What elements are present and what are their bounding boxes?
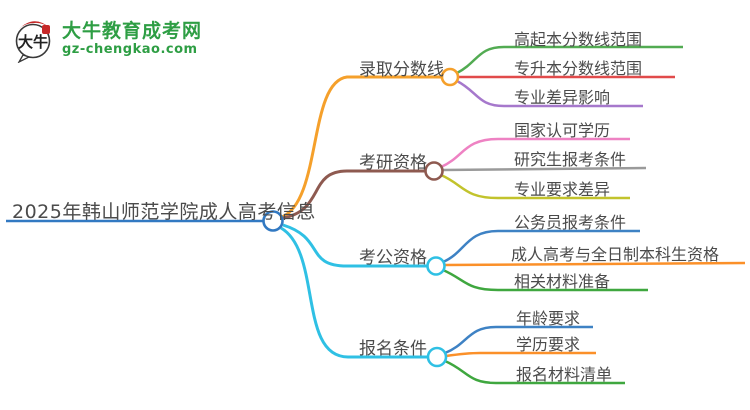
branch-1-child-0-topic: 国家认可学历 (514, 121, 611, 140)
branch-0-circle (440, 67, 460, 87)
edge-root-to-branch-2 (282, 223, 427, 268)
logo-red-arc (19, 21, 50, 29)
branch-0-child-2-topic: 专业差异影响 (514, 88, 611, 107)
edge-branch-0-child-0 (456, 45, 683, 75)
edge-branch-1-child-0 (440, 137, 630, 169)
site-logo: 大牛 大牛教育成考网 gz-chengkao.com (13, 15, 202, 63)
edge-branch-1-child-2 (440, 173, 630, 200)
branch-0-lines (281, 45, 683, 219)
daniu-logo-icon: 大牛 (15, 21, 51, 63)
branch-1-child-2-topic: 专业要求差异 (514, 180, 611, 199)
logo-title: 大牛教育成考网 (62, 20, 203, 42)
branch-1-child-1-topic: 研究生报考条件 (514, 150, 627, 169)
branch-3-child-0-topic: 年龄要求 (516, 309, 581, 328)
root-topic: 2025年韩山师范学院成人高考信息 (12, 201, 316, 223)
branch-0-child-0-topic: 高起本分数线范围 (514, 30, 643, 49)
edge-branch-2-child-2 (442, 268, 648, 292)
branch-0-topic: 录取分数线 (359, 60, 444, 80)
branch-3-circle (426, 346, 448, 368)
branch-2-child-2-topic: 相关材料准备 (514, 272, 611, 291)
edge-branch-2-child-0 (442, 229, 640, 264)
logo-bubble (15, 23, 51, 59)
logo-domain: gz-chengkao.com (62, 42, 198, 57)
edge-root-to-branch-0 (281, 75, 442, 219)
branch-2-child-0-topic: 公务员报考条件 (514, 213, 627, 232)
logo-icon-text: 大牛 (18, 33, 48, 51)
branch-2-circle (426, 256, 446, 276)
edge-root-to-branch-3 (280, 226, 427, 359)
branch-1-topic: 考研资格 (359, 153, 427, 173)
edge-branch-3-child-2 (444, 359, 625, 385)
edge-root-to-branch-1 (282, 169, 425, 220)
logo-seal (42, 25, 50, 34)
branch-3-child-2-topic: 报名材料清单 (516, 365, 613, 384)
edge-branch-3-child-0 (444, 325, 593, 355)
logo-bubble-tail (17, 54, 31, 63)
branch-2-child-1-topic: 成人高考与全日制本科生资格 (511, 245, 720, 264)
branch-0-child-1-topic: 专升本分数线范围 (514, 59, 643, 78)
edge-branch-1-child-1 (441, 166, 647, 172)
edge-branch-2-child-1 (443, 261, 746, 267)
logo-text: 大牛教育成考网 gz-chengkao.com (62, 20, 202, 58)
branch-1-lines (282, 137, 647, 220)
root-circle (262, 210, 284, 232)
branch-3-topic: 报名条件 (359, 339, 427, 359)
edge-branch-3-child-1 (445, 351, 596, 358)
branch-3-child-1-topic: 学历要求 (516, 335, 581, 354)
branch-2-topic: 考公资格 (359, 248, 427, 268)
edge-branch-0-child-2 (456, 79, 643, 108)
branch-1-circle (424, 161, 444, 181)
branch-2-lines (282, 223, 746, 292)
branch-3-lines (280, 226, 625, 385)
